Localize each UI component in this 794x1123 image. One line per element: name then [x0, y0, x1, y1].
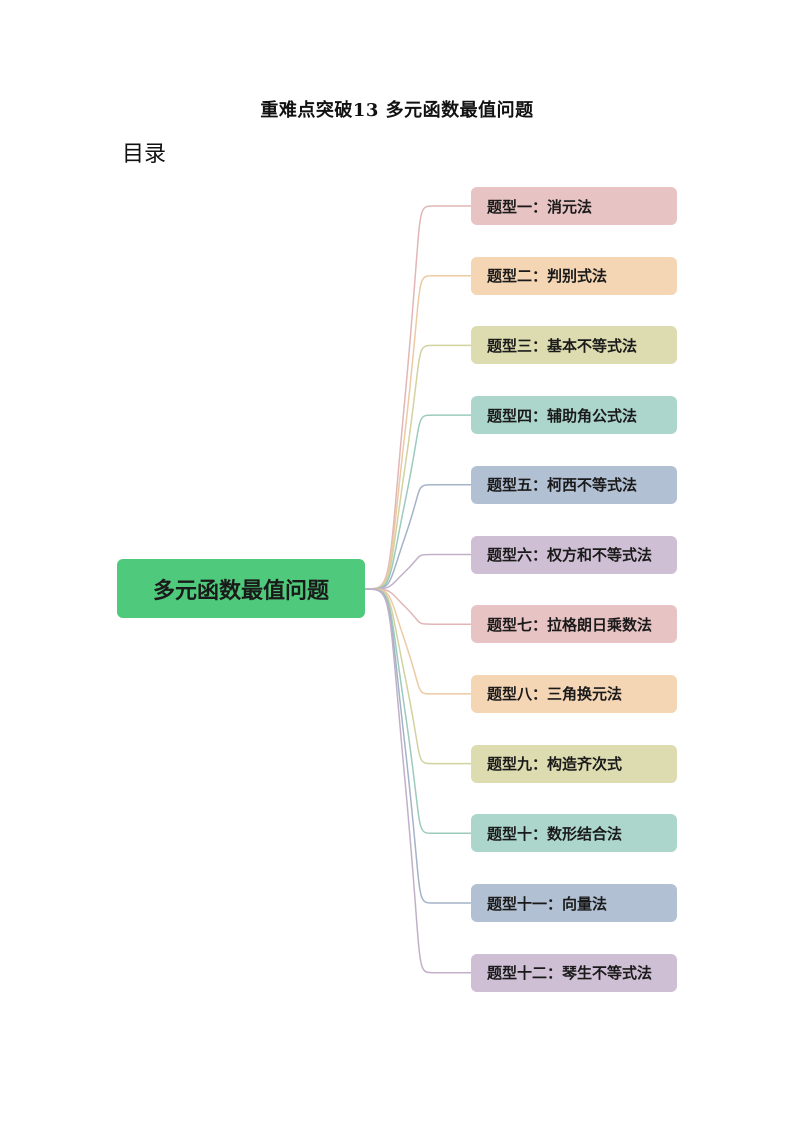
mindmap-connector-line: [364, 588, 471, 695]
mindmap-branch-label: 题型八：三角换元法: [487, 685, 623, 704]
mindmap-connector-line: [364, 344, 471, 590]
document-title: 重难点突破13 多元函数最值问题: [260, 100, 534, 121]
toc-heading: 目录: [122, 142, 167, 167]
mindmap-branch-label: 题型五：柯西不等式法: [487, 476, 638, 495]
mindmap-branch-node: 题型五：柯西不等式法: [471, 465, 677, 504]
mindmap-branch-label: 题型六：权方和不等式法: [487, 546, 653, 564]
mindmap-branch-label: 题型一：消元法: [487, 197, 593, 216]
mindmap-branch-node: 题型八：三角换元法: [471, 674, 677, 713]
mindmap-connector-line: [364, 588, 471, 974]
mindmap-branch-label: 题型十二：琴生不等式法: [487, 964, 653, 983]
mindmap-branch-label: 题型二：判别式法: [487, 267, 608, 286]
mindmap-branch-label: 题型十一：向量法: [487, 894, 608, 913]
mindmap-branch-node: 题型四：辅助角公式法: [471, 396, 677, 435]
mindmap-connector-line: [364, 484, 471, 590]
mindmap-connector-line: [364, 414, 471, 590]
mindmap-branch-node: 题型二：判别式法: [471, 256, 677, 295]
mindmap-branch-node: 题型一：消元法: [471, 187, 677, 225]
mindmap-branch-label: 题型四：辅助角公式法: [487, 406, 638, 425]
mindmap-branch-node: 题型九：构造齐次式: [471, 744, 677, 783]
mindmap-branch-node: 题型十一：向量法: [471, 884, 677, 922]
mindmap-connector-line: [364, 274, 471, 590]
mindmap-connector-line: [364, 588, 471, 904]
mindmap-branch-node: 题型十二：琴生不等式法: [471, 953, 677, 992]
mindmap-branch-label: 题型三：基本不等式法: [487, 336, 638, 355]
mindmap-connector-line: [364, 553, 471, 590]
mindmap-branch-label: 题型七：拉格朗日乘数法: [487, 615, 653, 634]
mindmap-branch-node: 题型三：基本不等式法: [471, 326, 677, 365]
mindmap-connector-line: [364, 205, 471, 590]
mindmap-branch-node: 题型七：拉格朗日乘数法: [471, 605, 677, 644]
mindmap-branch-label: 题型十：数形结合法: [487, 824, 623, 843]
mindmap-connector-line: [364, 588, 471, 765]
mindmap-connector-line: [364, 588, 471, 835]
mindmap-branch-node: 题型六：权方和不等式法: [471, 535, 677, 574]
mindmap-root-node: 多元函数最值问题: [117, 559, 365, 618]
mindmap-branch-node: 题型十：数形结合法: [471, 814, 677, 853]
mindmap-connector-line: [364, 588, 471, 625]
mindmap-branch-label: 题型九：构造齐次式: [487, 755, 623, 774]
